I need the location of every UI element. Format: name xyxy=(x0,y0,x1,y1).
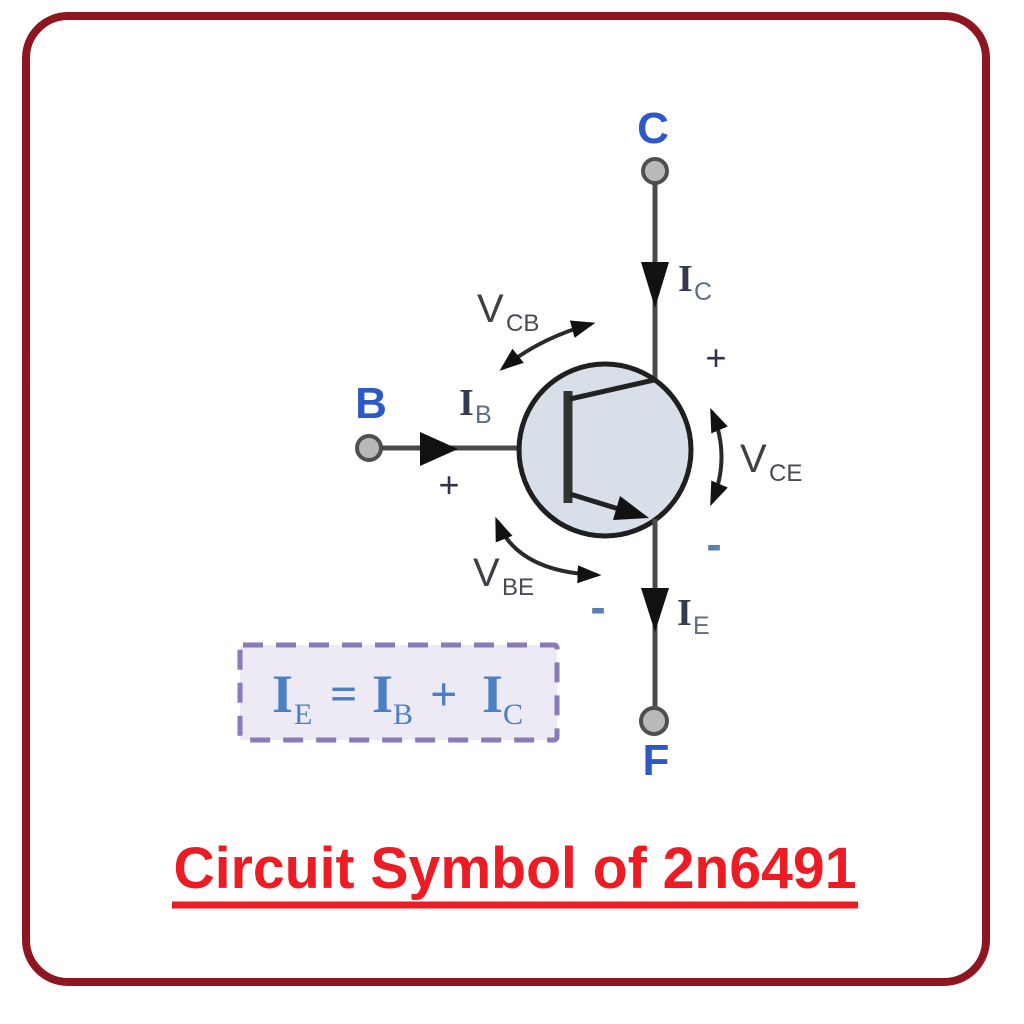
vcb-label-sub: CB xyxy=(506,310,539,337)
equation-ie-sub: E xyxy=(294,698,312,731)
transistor-collector-lead xyxy=(569,377,655,402)
transistor-body xyxy=(516,361,694,539)
vce-label-sub: CE xyxy=(769,460,802,487)
vce-arrow xyxy=(710,407,728,507)
transistor-emitter-lead xyxy=(569,491,623,513)
collector-terminal-label: C xyxy=(637,104,669,153)
vbe-label-sub: BE xyxy=(502,574,534,601)
collector-terminal xyxy=(641,157,669,185)
emitter-terminal xyxy=(639,706,669,736)
base-current-arrow xyxy=(420,432,458,466)
emitter-current-arrow xyxy=(641,588,669,632)
collector-current-arrow xyxy=(641,262,669,308)
base-plus-sign: + xyxy=(438,464,459,505)
frame-border xyxy=(22,12,990,986)
vce-label: V xyxy=(740,437,767,481)
page-title: Circuit Symbol of 2n6491 xyxy=(174,836,857,901)
emitter-current-sub: E xyxy=(693,612,710,640)
collector-current-sub: C xyxy=(694,278,712,306)
emitter-terminal-label: F xyxy=(643,736,670,785)
vcb-arrow xyxy=(499,320,596,371)
collector-current-label: I xyxy=(678,258,693,300)
vcb-label: V xyxy=(477,287,504,331)
vce-plus-sign: + xyxy=(705,337,726,378)
vbe-label: V xyxy=(473,551,500,595)
emitter-current-label: I xyxy=(677,592,692,634)
transistor-emitter-arrowhead xyxy=(613,496,649,520)
equation-ic-sub: C xyxy=(503,698,523,731)
vce-minus-sign: - xyxy=(706,518,721,570)
equation-equals: = xyxy=(330,668,357,721)
equation-ib: I xyxy=(372,664,393,724)
base-terminal xyxy=(355,434,383,462)
equation-ie: I xyxy=(272,664,293,724)
base-terminal-label: B xyxy=(355,379,387,428)
vbe-minus-sign: - xyxy=(590,581,605,633)
equation-box xyxy=(237,642,560,743)
equation-ib-sub: B xyxy=(393,698,413,731)
base-current-sub: B xyxy=(475,401,492,429)
base-current-label: I xyxy=(459,382,474,424)
vbe-arrow xyxy=(495,516,602,584)
equation-plus: + xyxy=(430,668,457,721)
equation-ic: I xyxy=(482,664,503,724)
